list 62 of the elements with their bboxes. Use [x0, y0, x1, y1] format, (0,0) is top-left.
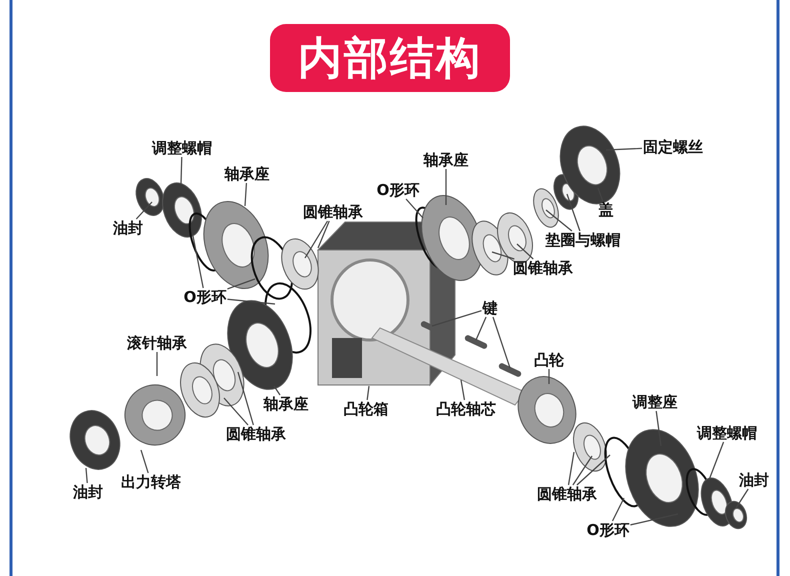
leader-line — [445, 169, 447, 205]
leader-line — [227, 278, 256, 290]
leader-line — [475, 316, 487, 340]
leader-line — [192, 236, 204, 288]
part-label: 垫圈与螺帽 — [544, 231, 622, 249]
part-label: 油封 — [738, 471, 770, 489]
leader-line — [736, 488, 749, 508]
leader-line — [460, 380, 466, 400]
leader-line — [492, 316, 511, 368]
leader-line — [140, 450, 149, 474]
leader-line — [224, 398, 248, 426]
part-label: 轴承座 — [224, 165, 270, 183]
leader-line — [156, 352, 158, 376]
part-label: 轴承座 — [262, 395, 310, 413]
leader-line — [406, 198, 424, 218]
leader-line — [606, 148, 642, 151]
part-label: 凸轮箱 — [342, 400, 390, 418]
leader-line — [568, 452, 575, 486]
part-label: 调整螺帽 — [696, 424, 758, 442]
leader-line — [516, 244, 534, 260]
leader-line — [274, 386, 280, 396]
leader-line — [304, 220, 328, 258]
leader-line — [630, 513, 678, 526]
leader-line — [566, 194, 580, 232]
part-label: 调整螺帽 — [151, 139, 213, 157]
leader-line — [597, 188, 604, 202]
part-label: 滚针轴承 — [126, 334, 188, 352]
leader-line — [180, 156, 182, 184]
leader-line — [237, 372, 254, 426]
part-label: 油封 — [72, 483, 104, 501]
part-label: 盖 — [598, 201, 614, 219]
leader-line — [612, 498, 625, 522]
leader-line — [244, 182, 248, 206]
title-banner: 内部结构 — [270, 24, 510, 92]
leader-line — [492, 251, 514, 260]
leader-line — [576, 454, 610, 486]
part-label: O形环 — [376, 181, 420, 199]
part-label: 凸轮 — [533, 351, 565, 369]
leader-line — [366, 386, 370, 400]
part-label: 固定螺丝 — [642, 138, 704, 156]
leader-line — [227, 298, 276, 305]
part-label: O形环 — [586, 521, 630, 539]
leader-line — [656, 410, 662, 446]
leader-line — [317, 220, 330, 248]
part-label: 键 — [482, 299, 498, 317]
leader-line — [572, 456, 592, 486]
leader-line — [708, 442, 724, 480]
leader-line — [136, 202, 152, 220]
leader-line — [432, 310, 482, 327]
part-label: 圆锥轴承 — [536, 485, 598, 503]
part-label: 轴承座 — [422, 151, 470, 169]
leader-line — [546, 210, 572, 232]
part-label: O形环 — [182, 288, 228, 306]
leader-line — [548, 369, 550, 384]
part-label: 调整座 — [632, 393, 678, 411]
part-label: 圆锥轴承 — [302, 203, 364, 221]
part-label: 油封 — [112, 219, 144, 237]
leader-line — [85, 468, 88, 484]
part-label: 圆锥轴承 — [225, 425, 287, 443]
part-label: 圆锥轴承 — [512, 259, 574, 277]
part-label: 凸轮轴芯 — [435, 400, 497, 418]
part-label: 出力转塔 — [120, 473, 182, 491]
